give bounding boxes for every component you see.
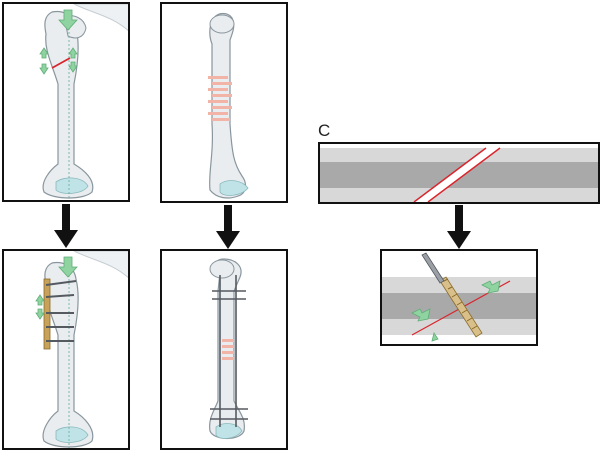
- panel-b-top-frame: [160, 2, 288, 203]
- femur-bone-shape: [42, 10, 94, 199]
- callus-bands: [208, 76, 232, 121]
- external-fixator-illustration: [209, 258, 248, 440]
- lag-screw-fixation-illustration: [382, 252, 536, 342]
- down-arrow-icon: [216, 205, 240, 249]
- lag-screw-icon: [421, 252, 483, 338]
- panel-b-bottom-frame: [160, 249, 288, 450]
- femur-fracture-illustration: [39, 4, 128, 200]
- green-force-arrow-icon: [411, 280, 501, 342]
- down-arrow-icon: [54, 204, 78, 248]
- oblique-fracture-section: [320, 147, 598, 202]
- panel-a-top-frame: [2, 2, 130, 202]
- down-arrow-icon: [447, 205, 471, 249]
- panel-a-bottom-frame: [2, 249, 130, 450]
- fracture-line: [51, 57, 71, 69]
- green-force-arrow-icon: [39, 9, 78, 75]
- cartilage-shape: [55, 177, 89, 194]
- external-fixator-icon: [210, 275, 248, 427]
- panel-label-c: C: [318, 121, 331, 140]
- panel-c-top-frame: [318, 142, 600, 204]
- panel-c-bottom-frame: [380, 249, 538, 346]
- green-force-arrow-icon: [35, 256, 78, 320]
- callus-femur-illustration: [208, 12, 249, 199]
- plate-fixation-illustration: [35, 251, 128, 448]
- fracture-line: [413, 147, 487, 202]
